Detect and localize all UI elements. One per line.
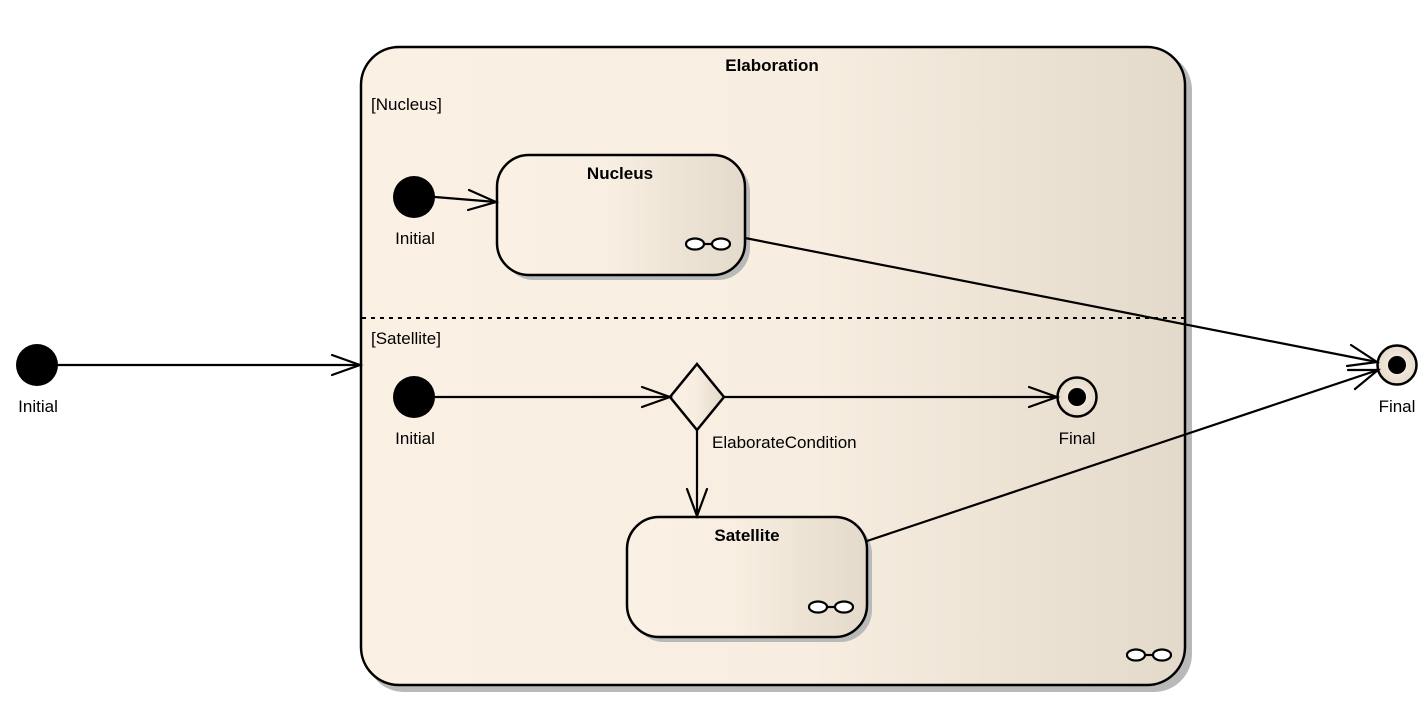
initial-node-label: Initial [18, 397, 58, 416]
state-nucleus[interactable]: Nucleus [495, 153, 750, 280]
transition-decision-to-final[interactable] [722, 385, 1061, 409]
arrowhead-icon [685, 487, 709, 520]
arrowhead-icon [640, 385, 674, 409]
initial-node-nucleus[interactable] [393, 176, 435, 218]
final-node-label: Final [1379, 397, 1416, 416]
state-title: Nucleus [587, 164, 653, 183]
composite-state-title: Elaboration [725, 56, 819, 75]
final-node-dot [1068, 388, 1086, 406]
state-title: Satellite [714, 526, 779, 545]
transition-decision-to-satellite[interactable] [685, 428, 709, 520]
transition-initial-to-elaboration[interactable] [56, 353, 364, 377]
initial-node-dot [393, 376, 435, 418]
region-guard-satellite: [Satellite] [371, 329, 441, 348]
final-node-outer[interactable] [1376, 344, 1418, 386]
composite-link-icon [684, 237, 732, 251]
arrowhead-icon [1027, 385, 1061, 409]
state-body [495, 153, 747, 277]
final-node-satellite[interactable] [1056, 376, 1098, 418]
arrowhead-icon [466, 188, 500, 212]
initial-node-label: Initial [395, 429, 435, 448]
initial-node-dot [16, 344, 58, 386]
initial-node-dot [393, 176, 435, 218]
final-node-label: Final [1059, 429, 1096, 448]
final-node-dot [1388, 356, 1406, 374]
state-satellite[interactable]: Satellite [625, 515, 872, 642]
transition-nucleus-to-final[interactable] [743, 236, 1381, 368]
transition-satellite-to-final[interactable] [865, 368, 1382, 543]
composite-link-icon [807, 600, 855, 614]
initial-node-satellite[interactable] [393, 376, 435, 418]
state-body [625, 515, 869, 639]
decision-label: ElaborateCondition [712, 433, 857, 452]
arrowhead-icon [1345, 343, 1381, 368]
initial-node-outer[interactable] [16, 344, 58, 386]
composite-link-icon [1125, 648, 1173, 662]
arrowhead-icon [1346, 368, 1382, 391]
transition-initial-to-nucleus[interactable] [433, 188, 500, 212]
transition-initial-to-decision[interactable] [433, 385, 674, 409]
arrowhead-icon [330, 353, 364, 377]
initial-node-label: Initial [395, 229, 435, 248]
region-guard-nucleus: [Nucleus] [371, 95, 442, 114]
